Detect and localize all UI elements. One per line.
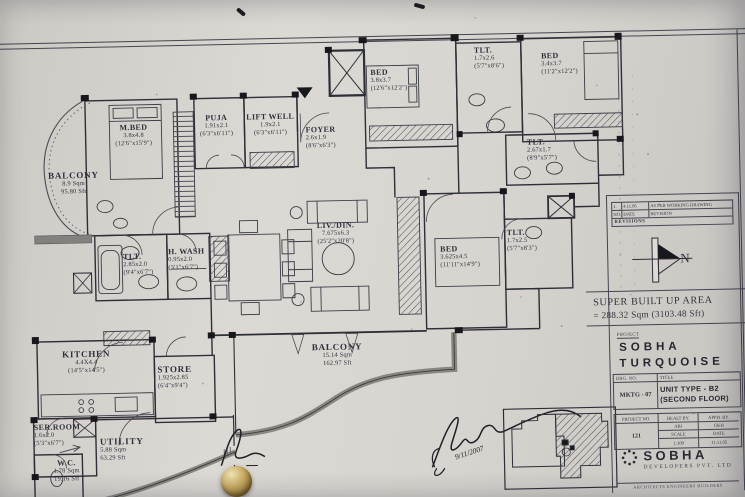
unit-title: UNIT TYPE - B2 (SECOND FLOOR) bbox=[658, 380, 739, 408]
room-label-mbed: M.BED 3.8x4.8 (12'6"x15'9") bbox=[115, 122, 153, 147]
room-label-tlt-top: TLT. 1.7x2.6 (5'7"x8'6") bbox=[473, 45, 505, 70]
date-value: 11.11.05 bbox=[711, 439, 728, 445]
revision-date-header: DATE bbox=[622, 210, 650, 218]
logo-name: SOBHA bbox=[643, 447, 709, 464]
revisions-label: REVISIONS bbox=[614, 219, 646, 225]
logo-subtitle: DEVELOPERS PVT. LTD bbox=[643, 462, 733, 471]
revision-no: 1. bbox=[612, 202, 623, 210]
room-label-bed-right: BED 3.625x4.5 (11'11"x14'9") bbox=[439, 244, 481, 269]
paper-speckles bbox=[155, 16, 695, 415]
area-title: SUPER BUILT UP AREA bbox=[593, 294, 713, 309]
area-value: = 288.32 Sqm (3103.48 Sft) bbox=[593, 308, 705, 321]
project-name: SOBHA TURQUOISE bbox=[619, 338, 724, 372]
room-label-bed-top-mid: BED 3.8x3.7 (12'6"x12'2") bbox=[370, 67, 408, 92]
room-label-h-wash: H. WASH 0.95x2.0 (3'1"x6'7") bbox=[167, 246, 205, 271]
hatching bbox=[103, 111, 623, 347]
room-label-balcony-bottom: BALCONY 15.14 Sqm 162.97 Sft bbox=[311, 341, 363, 367]
drg-no-label: DRG. NO. bbox=[613, 374, 658, 382]
room-label-puja: PUJA 1.91x2.1 (6'3"x6'11") bbox=[199, 113, 234, 138]
room-label-bed-top-right: BED 3.4x3.7 (11'2"x12'2") bbox=[540, 51, 578, 75]
room-label-lift-well: LIFT WELL 1.9x2.1 (6'3"x6'11") bbox=[246, 111, 295, 136]
project-name-line2: TURQUOISE bbox=[619, 355, 724, 370]
room-label-utility: UTILITY 5.88 Sqm 63.29 Sft bbox=[99, 435, 144, 462]
columns bbox=[30, 32, 624, 481]
room-label-store: STORE 1.925x2.85 (6'4"x9'4") bbox=[157, 363, 192, 390]
revision-no-header: NO. bbox=[612, 210, 623, 218]
sobha-logo-icon bbox=[621, 449, 638, 466]
room-label-ser-room: SER.ROOM 1.6x2.0 (5'3"x6'7") bbox=[33, 422, 81, 447]
revision-table: 1. 4.11.05 AS PER WORKING DRAWING NO. DA… bbox=[611, 199, 734, 227]
sobha-logo: SOBHA DEVELOPERS PVT. LTD bbox=[620, 447, 732, 471]
room-label-tlt-right: TLT. 1.7x2.5 (5'7"x8'3") bbox=[506, 227, 538, 252]
project-label: PROJECT bbox=[616, 331, 640, 339]
title-block: 1. 4.11.05 AS PER WORKING DRAWING NO. DA… bbox=[585, 192, 745, 494]
signature-2 bbox=[431, 409, 582, 468]
unit-title-line2: (SECOND FLOOR) bbox=[660, 393, 729, 404]
north-label: N bbox=[680, 250, 690, 266]
room-label-balcony-left: BALCONY 8.9 Sqm 95.80 Sft bbox=[47, 169, 99, 196]
room-label-wc: W.C. 1.78 Sqm 19.16 Sft bbox=[53, 458, 80, 483]
walls bbox=[32, 36, 625, 497]
room-label-liv-din: LIV./DIN. 7.675x6.3 (25'2"x20'8") bbox=[316, 220, 355, 245]
key-plan bbox=[502, 406, 618, 490]
revision-date: 4.11.05 bbox=[622, 202, 650, 210]
hand-arrow bbox=[59, 444, 81, 454]
signatures bbox=[59, 409, 582, 477]
project-no-value: 121 bbox=[614, 423, 660, 449]
drg-table: DRG. NO. TITLE MKTG - 07 UNIT TYPE - B2 … bbox=[612, 371, 742, 410]
room-label-tlt-mid-right: TLT. 2.67x1.7 (8'9"x5'7") bbox=[526, 137, 558, 162]
super-built-up-area: SUPER BUILT UP AREA = 288.32 Sqm (3103.4… bbox=[585, 288, 745, 327]
room-label-foyer: FOYER 2.6x1.9 (8'6"x6'3") bbox=[305, 124, 336, 149]
room-label-kitchen: KITCHEN 4.4X4.4 (14'5"x14'5") bbox=[61, 348, 111, 375]
north-arrow-icon bbox=[632, 237, 693, 283]
brass-pin bbox=[221, 466, 252, 497]
balcony-walls bbox=[34, 98, 458, 497]
drg-no-value: MKTG - 07 bbox=[613, 382, 659, 409]
title-block-footer: ARCHITECTS ENGINEERS BUILDERS bbox=[616, 480, 740, 490]
signature-1 bbox=[220, 428, 266, 466]
project-info-table: PROJECT NO. DEALT BY. APPD. BY. 121 ABJ … bbox=[613, 411, 743, 450]
furniture bbox=[40, 40, 620, 488]
doors bbox=[46, 106, 597, 469]
